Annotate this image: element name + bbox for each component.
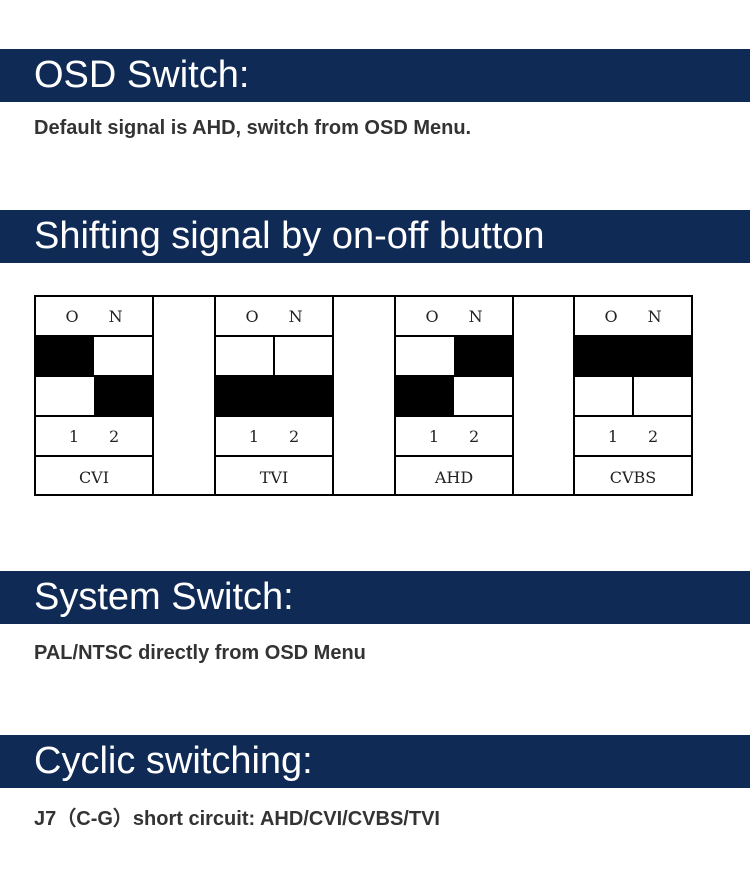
on-label-n: N [108, 306, 123, 326]
pin-2-label: 2 [109, 426, 120, 446]
switch-cell-2 [94, 377, 152, 415]
switch-fill-black [575, 337, 691, 375]
table-gap [514, 295, 573, 496]
section-header-osd-switch: OSD Switch: [0, 49, 750, 102]
mode-label: AHD [434, 467, 474, 487]
switch-cell-2 [633, 377, 691, 415]
mode-label: TVI [259, 467, 289, 487]
cyclic-switching-description: J7（C-G）short circuit: AHD/CVI/CVBS/TVI [34, 808, 440, 830]
on-label-o: O [604, 306, 618, 326]
switch-state-row-top [36, 337, 152, 377]
switch-divider [632, 377, 634, 415]
pin-1-label: 1 [428, 426, 439, 446]
section-header-cyclic-switching: Cyclic switching: [0, 735, 750, 788]
switch-cell-2 [454, 337, 512, 375]
switch-fill-black [216, 377, 332, 415]
switch-cell-1 [36, 377, 94, 415]
table-gap [334, 295, 394, 496]
pin-1-label: 1 [607, 426, 618, 446]
pin-2-label: 2 [469, 426, 480, 446]
switch-cell-2 [274, 337, 332, 375]
section-header-shifting-signal: Shifting signal by on-off button [0, 210, 750, 263]
switch-cell-1 [575, 377, 633, 415]
on-label-n: N [288, 306, 303, 326]
mode-label: CVBS [609, 467, 657, 487]
mode-label: CVI [78, 467, 110, 487]
on-label-n: N [647, 306, 662, 326]
switch-cell-1 [216, 337, 274, 375]
switch-divider [273, 337, 275, 375]
pin-2-label: 2 [289, 426, 300, 446]
switch-state-row-top [575, 337, 691, 377]
system-switch-description: PAL/NTSC directly from OSD Menu [34, 642, 366, 664]
on-label-o: O [245, 306, 259, 326]
switch-cell-1 [36, 337, 94, 375]
switch-state-row-bottom [575, 377, 691, 417]
on-label-o: O [65, 306, 79, 326]
pin-1-label: 1 [248, 426, 259, 446]
pin-2-label: 2 [648, 426, 659, 446]
on-label-o: O [425, 306, 439, 326]
switch-cell-1 [396, 337, 454, 375]
switch-state-row-bottom [36, 377, 152, 417]
table-gap [154, 295, 214, 496]
switch-state-row-bottom [396, 377, 512, 417]
switch-cell-2 [94, 337, 152, 375]
switch-cell-2 [454, 377, 512, 415]
switch-state-row-top [396, 337, 512, 377]
on-label-n: N [468, 306, 483, 326]
switch-state-row-bottom [216, 377, 332, 417]
switch-state-row-top [216, 337, 332, 377]
osd-switch-description: Default signal is AHD, switch from OSD M… [34, 117, 472, 139]
section-header-system-switch: System Switch: [0, 571, 750, 624]
pin-1-label: 1 [68, 426, 79, 446]
switch-cell-1 [396, 377, 454, 415]
